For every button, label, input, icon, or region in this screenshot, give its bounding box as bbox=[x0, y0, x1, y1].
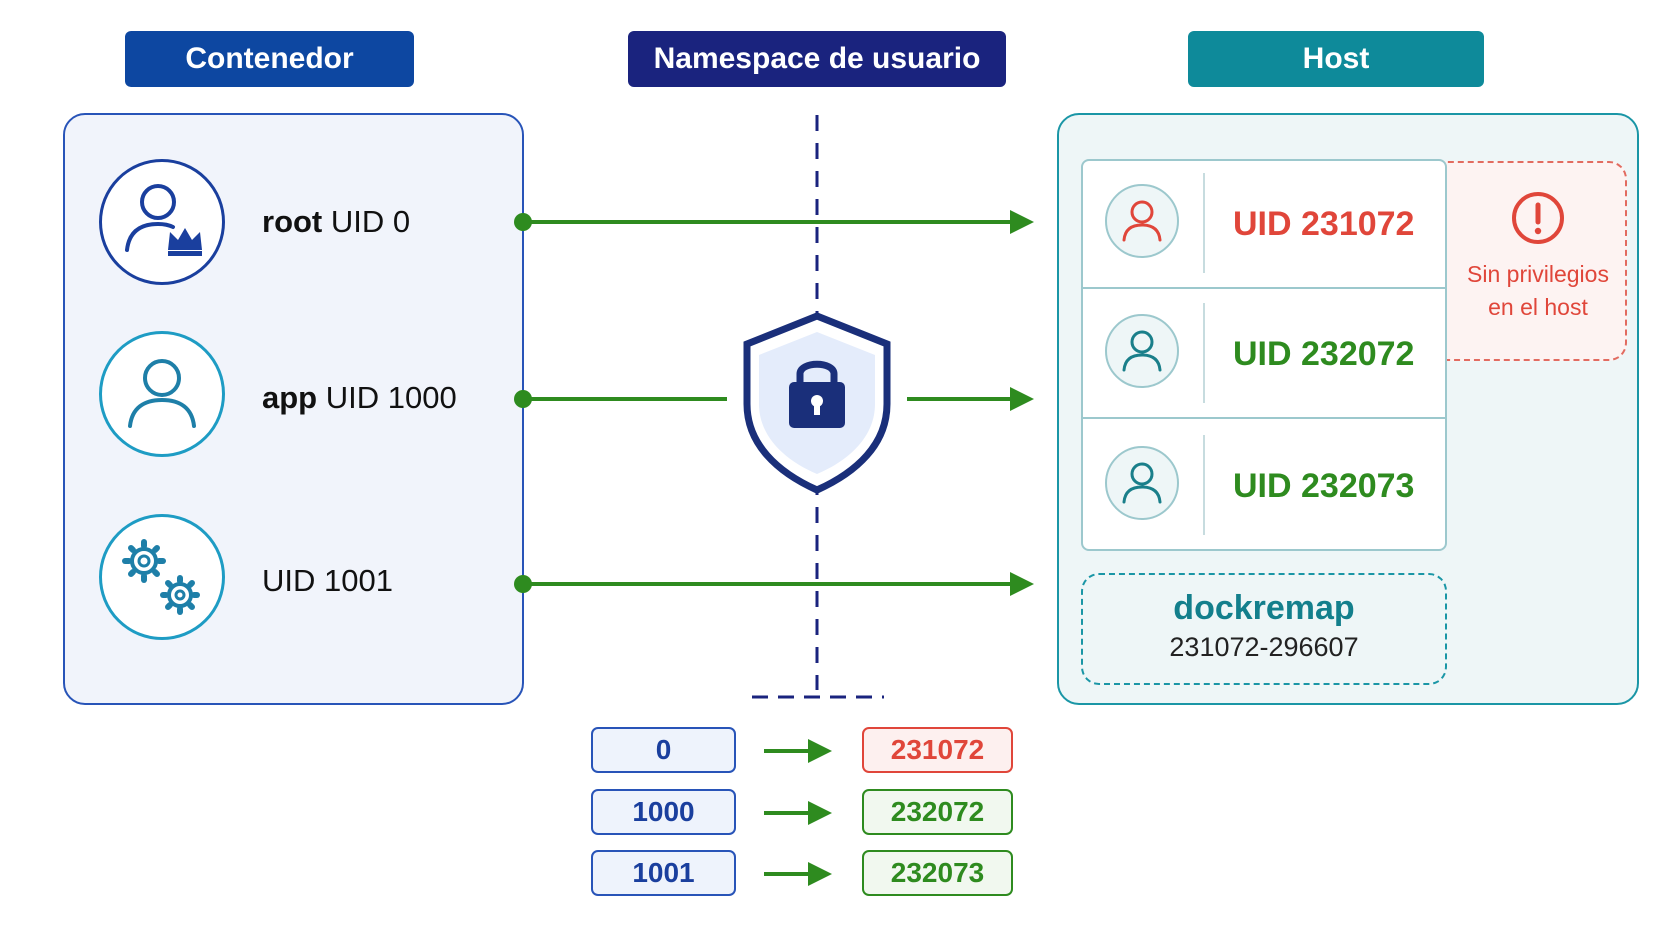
host-uid-row: UID 232072 bbox=[1081, 289, 1445, 419]
mapping-to-0: 231072 bbox=[862, 727, 1013, 773]
service-user-uid: UID 1001 bbox=[262, 563, 393, 598]
service-user-avatar bbox=[99, 514, 225, 640]
alert-circle-icon bbox=[1512, 192, 1564, 244]
app-user-label: app UID 1000 bbox=[262, 380, 457, 416]
app-user-name: app bbox=[262, 380, 318, 415]
user-icon bbox=[1122, 330, 1162, 372]
user-icon bbox=[128, 359, 196, 428]
row-divider bbox=[1203, 173, 1205, 273]
warning-text: Sin privilegios en el host bbox=[1445, 258, 1631, 324]
warning-line1: Sin privilegios bbox=[1467, 261, 1609, 287]
namespace-header: Namespace de usuario bbox=[628, 31, 1006, 87]
host-user-avatar bbox=[1105, 446, 1179, 520]
host-uid-row: UID 232073 bbox=[1081, 421, 1445, 551]
host-header: Host bbox=[1188, 31, 1484, 87]
app-user-uid: UID 1000 bbox=[325, 380, 457, 415]
mapping-from-0: 0 bbox=[591, 727, 736, 773]
row-divider bbox=[1203, 435, 1205, 535]
host-uid-label: UID 232072 bbox=[1233, 334, 1415, 373]
shield-lock-icon bbox=[743, 312, 891, 494]
app-user-avatar bbox=[99, 331, 225, 457]
warning-line2: en el host bbox=[1488, 294, 1588, 320]
root-user-avatar bbox=[99, 159, 225, 285]
user-crown-icon bbox=[125, 184, 202, 256]
root-user-label: root UID 0 bbox=[262, 204, 410, 240]
gears-icon bbox=[122, 539, 200, 615]
container-header: Contenedor bbox=[125, 31, 414, 87]
row-separator bbox=[1083, 417, 1445, 419]
service-user-label: UID 1001 bbox=[262, 563, 393, 599]
host-uid-label: UID 232073 bbox=[1233, 466, 1415, 505]
root-user-name: root bbox=[262, 204, 323, 239]
dockremap-range: 231072-296607 bbox=[1169, 632, 1359, 662]
host-user-avatar bbox=[1105, 184, 1179, 258]
root-user-uid: UID 0 bbox=[330, 204, 411, 239]
user-icon bbox=[1122, 462, 1162, 504]
mapping-from-2: 1001 bbox=[591, 850, 736, 896]
mapping-to-1: 232072 bbox=[862, 789, 1013, 835]
mapping-to-2: 232073 bbox=[862, 850, 1013, 896]
mapping-from-1: 1000 bbox=[591, 789, 736, 835]
user-icon bbox=[1122, 200, 1162, 242]
row-divider bbox=[1203, 303, 1205, 403]
dockremap-box: dockremap 231072-296607 bbox=[1081, 573, 1447, 685]
host-user-avatar bbox=[1105, 314, 1179, 388]
host-uid-row: UID 231072 bbox=[1081, 159, 1445, 289]
dockremap-title: dockremap bbox=[1173, 589, 1355, 627]
row-separator bbox=[1083, 287, 1445, 289]
host-uid-label: UID 231072 bbox=[1233, 204, 1415, 243]
